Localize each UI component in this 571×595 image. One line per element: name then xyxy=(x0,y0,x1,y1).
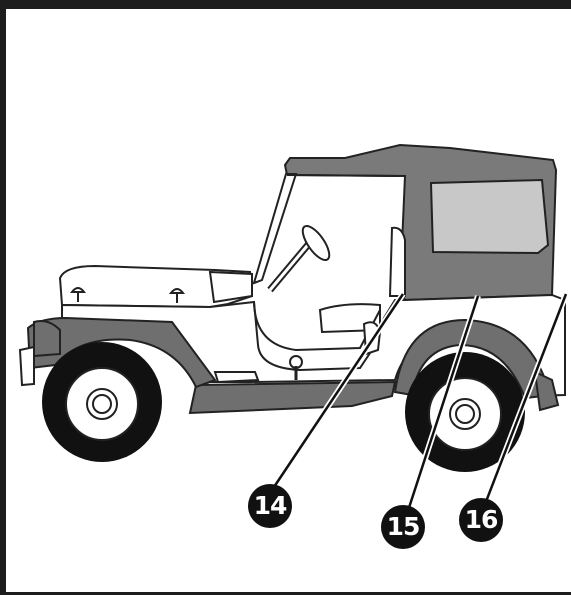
front-wheel xyxy=(42,342,162,462)
rear-window xyxy=(431,180,548,253)
rocker-panel xyxy=(190,382,395,413)
callout-14: 14 xyxy=(248,484,292,528)
callout-16: 16 xyxy=(459,498,503,542)
callout-15: 15 xyxy=(381,505,425,549)
